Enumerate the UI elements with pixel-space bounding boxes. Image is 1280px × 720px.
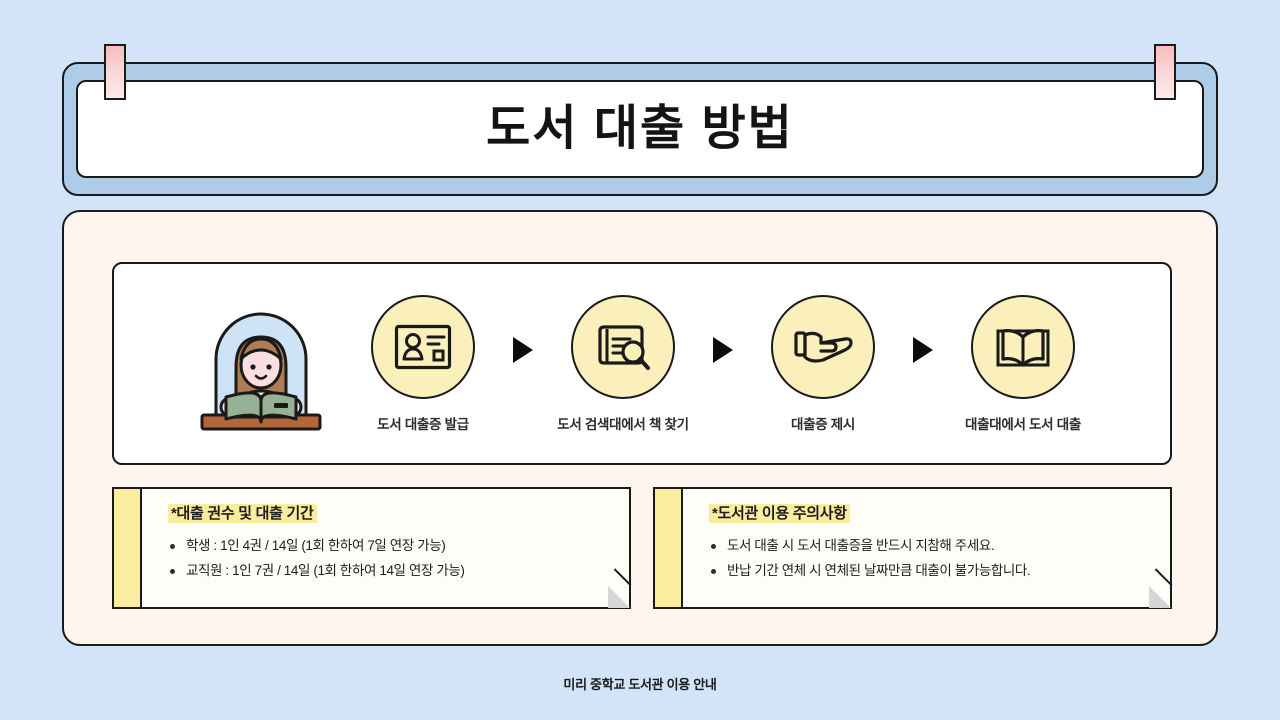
info-box-precautions: *도서관 이용 주의사항 도서 대출 시 도서 대출증을 반드시 지참해 주세요…: [653, 487, 1173, 609]
bullet-list: 도서 대출 시 도서 대출증을 반드시 지참해 주세요. 반납 기간 연체 시 …: [709, 536, 1154, 583]
steps-card: 도서 대출증 발급 도서 검색대에서 책 찾기: [112, 262, 1172, 465]
open-hand-icon: [771, 294, 875, 399]
list-item: 반납 기간 연체 시 연체된 날짜만큼 대출이 불가능합니다.: [709, 561, 1154, 582]
step-2: 도서 검색대에서 책 찾기: [546, 294, 700, 433]
info-body: *대출 권수 및 대출 기간 학생 : 1인 4권 / 14일 (1회 한하여 …: [142, 489, 629, 607]
step-1-label: 도서 대출증 발급: [377, 416, 469, 432]
open-book-icon: [971, 294, 1075, 399]
book-search-icon: [571, 294, 675, 399]
title-banner: 도서 대출 방법: [62, 44, 1218, 196]
title-inner-panel: 도서 대출 방법: [76, 80, 1204, 178]
list-item: 교직원 : 1인 7권 / 14일 (1회 한하여 14일 연장 가능): [168, 561, 613, 582]
pin-left-icon: [104, 44, 126, 100]
info-body: *도서관 이용 주의사항 도서 대출 시 도서 대출증을 반드시 지참해 주세요…: [683, 489, 1170, 607]
list-item: 학생 : 1인 4권 / 14일 (1회 한하여 7일 연장 가능): [168, 536, 613, 557]
arrow-1-icon: [500, 336, 546, 363]
folded-corner-icon: [608, 586, 630, 608]
bullet-list: 학생 : 1인 4권 / 14일 (1회 한하여 7일 연장 가능) 교직원 :…: [168, 536, 613, 583]
pin-right-icon: [1154, 44, 1176, 100]
info-boxes: *대출 권수 및 대출 기간 학생 : 1인 4권 / 14일 (1회 한하여 …: [112, 487, 1173, 609]
info-box-loan-limits: *대출 권수 및 대출 기간 학생 : 1인 4권 / 14일 (1회 한하여 …: [112, 487, 632, 609]
step-1: 도서 대출증 발급: [346, 294, 500, 433]
info-title: *도서관 이용 주의사항: [709, 504, 850, 523]
list-item: 도서 대출 시 도서 대출증을 반드시 지참해 주세요.: [709, 536, 1154, 557]
accent-strip: [114, 489, 142, 607]
step-4-label: 대출대에서 도서 대출: [965, 416, 1081, 432]
accent-strip: [655, 489, 683, 607]
step-3: 대출증 제시: [746, 294, 900, 433]
arrow-3-icon: [900, 336, 946, 363]
footer-caption: 미리 중학교 도서관 이용 안내: [563, 677, 717, 692]
main-panel: 도서 대출증 발급 도서 검색대에서 책 찾기: [62, 210, 1218, 646]
page-title: 도서 대출 방법: [486, 102, 794, 155]
info-title: *대출 권수 및 대출 기간: [168, 504, 317, 523]
step-3-label: 대출증 제시: [790, 416, 856, 432]
reading-girl-illustration: [184, 297, 338, 431]
arrow-2-icon: [700, 336, 746, 363]
id-card-icon: [371, 294, 475, 399]
folded-corner-icon: [1149, 586, 1171, 608]
step-2-label: 도서 검색대에서 책 찾기: [557, 416, 689, 432]
step-4: 대출대에서 도서 대출: [946, 294, 1100, 433]
